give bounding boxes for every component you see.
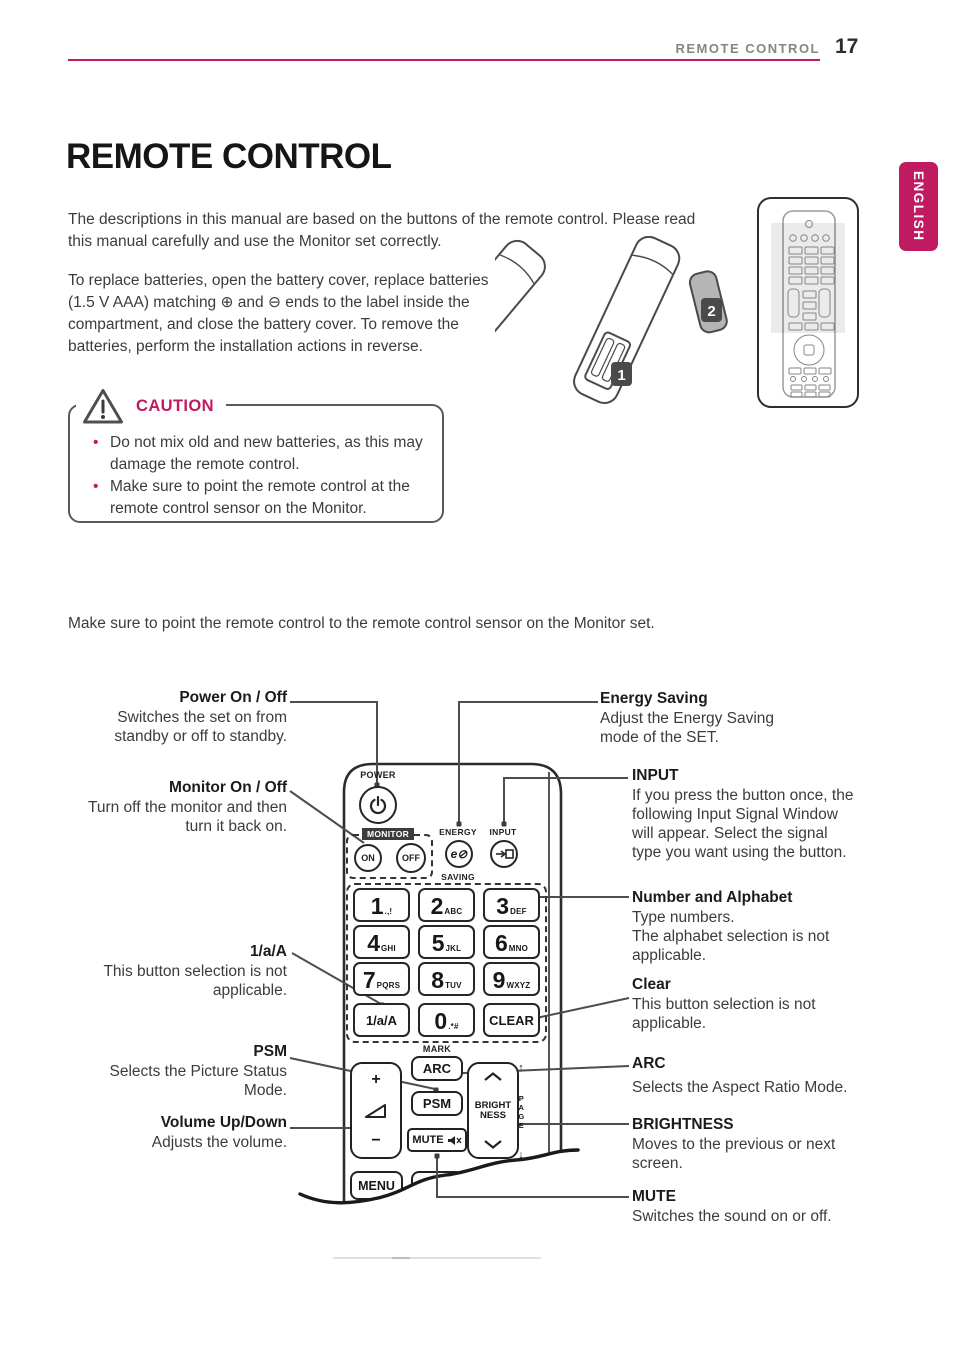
mute-button: MUTE bbox=[407, 1128, 467, 1152]
warning-icon bbox=[83, 388, 123, 423]
label-arc: ARC Selects the Aspect Ratio Mode. bbox=[632, 1055, 848, 1096]
chevron-up-icon bbox=[484, 1072, 502, 1081]
label-number-and-alphabet: Number and Alphabet Type numbers. The al… bbox=[632, 889, 830, 964]
monitor-off-button: OFF bbox=[396, 843, 426, 873]
volume-strip: + − bbox=[350, 1062, 402, 1159]
battery-step-badges: 1 2 bbox=[611, 298, 722, 386]
volume-up-button: + bbox=[371, 1071, 381, 1088]
pointer-note: Make sure to point the remote control to… bbox=[68, 614, 655, 632]
label-psm: PSM Selects the Picture Status Mode. bbox=[109, 1043, 287, 1099]
step-2-badge: 2 bbox=[707, 303, 715, 320]
mark-label: MARK bbox=[422, 1044, 452, 1054]
psm-button: PSM bbox=[411, 1091, 463, 1116]
header-rule bbox=[68, 59, 820, 61]
monitor-on-button: ON bbox=[354, 844, 382, 872]
label-volume-up-down: Volume Up/Down Adjusts the volume. bbox=[151, 1114, 287, 1151]
page-label: PAGE bbox=[516, 1094, 526, 1130]
arc-button: ARC bbox=[411, 1056, 463, 1081]
scan-artifact bbox=[392, 1257, 410, 1259]
language-tab: ENGLISH bbox=[899, 162, 938, 251]
saving-label: SAVING bbox=[441, 872, 475, 882]
volume-down-button: − bbox=[371, 1132, 381, 1149]
caution-list: Do not mix old and new batteries, as thi… bbox=[70, 432, 442, 520]
chevron-down-icon bbox=[484, 1140, 502, 1149]
label-brightness: BRIGHTNESS Moves to the previous or next… bbox=[632, 1116, 836, 1172]
page-column: ↑ PAGE ↓ bbox=[511, 1063, 531, 1161]
key-clear: CLEAR bbox=[483, 1003, 540, 1037]
label-energy-saving: Energy Saving Adjust the Energy Saving m… bbox=[600, 690, 775, 746]
label-1aA: 1/a/A This button selection is not appli… bbox=[103, 943, 287, 999]
brightness-label-line1: BRIGHT bbox=[474, 1099, 512, 1111]
mute-speaker-icon bbox=[447, 1135, 462, 1145]
caution-item: Make sure to point the remote control at… bbox=[93, 476, 430, 520]
brightness-label-line2: NESS bbox=[480, 1109, 506, 1121]
energy-saving-button: e⊘ bbox=[445, 840, 473, 868]
volume-icon bbox=[365, 1103, 386, 1118]
label-clear: Clear This button selection is not appli… bbox=[632, 976, 816, 1032]
scan-artifact bbox=[333, 1257, 541, 1259]
label-power-on-off: Power On / Off Switches the set on from … bbox=[114, 689, 287, 745]
intro-paragraph-2: To replace batteries, open the battery c… bbox=[68, 271, 489, 355]
page-down-arrow-icon: ↓ bbox=[518, 1149, 524, 1161]
step-1-badge: 1 bbox=[617, 367, 625, 384]
power-icon bbox=[369, 795, 387, 815]
auto-button: AUTO bbox=[411, 1171, 464, 1200]
input-icon bbox=[495, 849, 514, 859]
intro-paragraph-1: The descriptions in this manual are base… bbox=[68, 210, 696, 250]
power-button-label: POWER bbox=[360, 770, 396, 780]
monitor-group-label: MONITOR bbox=[362, 828, 415, 840]
input-label: INPUT bbox=[489, 827, 517, 837]
thumbnail-highlight bbox=[771, 223, 845, 333]
key-1: 1.,! bbox=[353, 888, 410, 922]
battery-replacement-figure: 1 2 bbox=[495, 236, 728, 405]
page-up-arrow-icon: ↑ bbox=[518, 1062, 524, 1074]
menu-button: MENU bbox=[350, 1171, 403, 1200]
input-button bbox=[490, 840, 518, 868]
caution-box: CAUTION Do not mix old and new batteries… bbox=[68, 386, 444, 523]
remote-thumbnail-box bbox=[757, 197, 859, 408]
caution-title: CAUTION bbox=[136, 396, 214, 415]
power-button bbox=[359, 786, 397, 824]
key-1aA: 1/a/A bbox=[353, 1003, 410, 1037]
label-mute: MUTE Switches the sound on or off. bbox=[632, 1188, 832, 1225]
header-section-label: REMOTE CONTROL bbox=[675, 41, 820, 56]
label-monitor-on-off: Monitor On / Off Turn off the monitor an… bbox=[87, 779, 287, 835]
key-0: 0.*# bbox=[418, 1003, 475, 1037]
header-page-number: 17 bbox=[835, 35, 859, 58]
caution-item: Do not mix old and new batteries, as thi… bbox=[93, 432, 430, 476]
label-input: INPUT If you press the button once, the … bbox=[632, 767, 854, 861]
remote-thumbnail bbox=[771, 210, 845, 398]
page-title: REMOTE CONTROL bbox=[66, 137, 392, 177]
